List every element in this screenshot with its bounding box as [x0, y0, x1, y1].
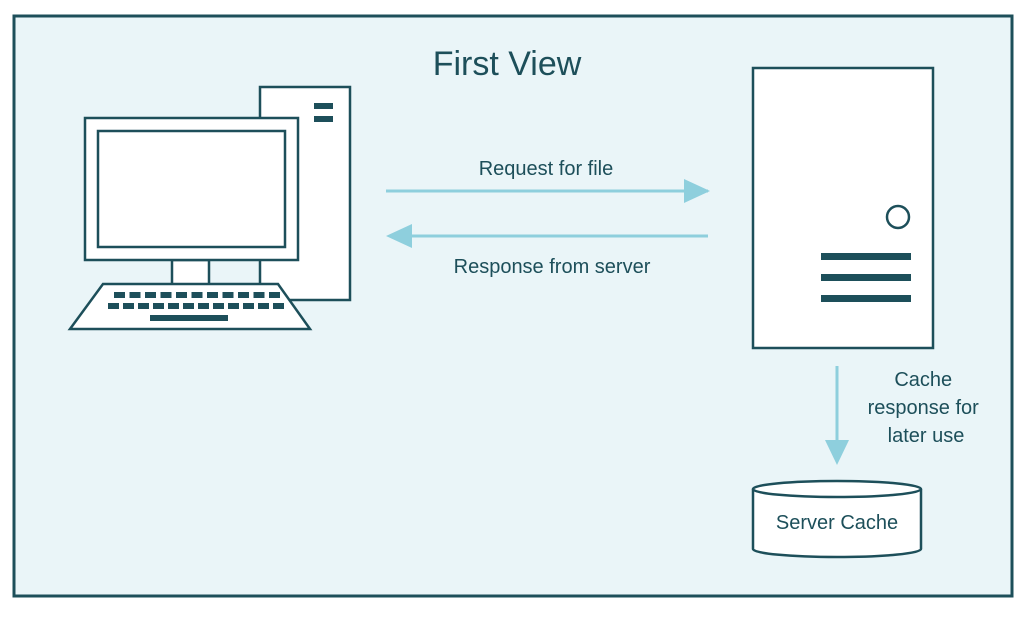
keyboard-key	[222, 292, 234, 298]
cache-cylinder-top	[751, 479, 923, 499]
monitor-stand	[170, 258, 211, 287]
monitor-screen	[96, 129, 287, 249]
keyboard-key	[273, 303, 284, 309]
keyboard-key	[153, 303, 164, 309]
keyboard-key	[228, 303, 239, 309]
cache-label: Cache response for later use	[868, 369, 985, 447]
keyboard-key	[213, 303, 224, 309]
pc-tower-slot	[314, 116, 333, 122]
keyboard-key	[243, 303, 254, 309]
request-arrowhead	[684, 179, 710, 203]
request-label: Request for file	[479, 158, 614, 180]
keyboard-keys	[108, 292, 284, 309]
cache-label-line: Cache	[894, 369, 952, 391]
cache-cylinder-body	[751, 489, 923, 559]
keyboard-key	[183, 303, 194, 309]
keyboard-key	[145, 292, 156, 298]
server-cache-label: Server Cache	[776, 512, 898, 534]
client-computer-icon	[67, 85, 352, 331]
keyboard-key	[114, 292, 125, 298]
server-vent	[821, 274, 911, 281]
keyboard-key	[253, 292, 265, 298]
response-label: Response from server	[454, 256, 651, 278]
keyboard-key	[138, 303, 149, 309]
cache-arrowhead	[825, 440, 849, 465]
response-arrowhead	[386, 224, 412, 248]
keyboard-key	[191, 292, 203, 298]
keyboard-key	[123, 303, 134, 309]
server-cache-database-icon: Server Cache	[751, 479, 923, 559]
keyboard-spacebar	[150, 315, 228, 321]
keyboard-key	[198, 303, 209, 309]
keyboard-key	[258, 303, 269, 309]
keyboard-key	[269, 292, 280, 298]
server-power-button	[885, 204, 911, 230]
keyboard-key	[176, 292, 187, 298]
cache-label-line: later use	[888, 425, 965, 447]
keyboard-key	[238, 292, 249, 298]
server-vent	[821, 295, 911, 302]
server-vent	[821, 253, 911, 260]
keyboard-key	[129, 292, 141, 298]
cache-label-line: response for	[868, 397, 980, 419]
keyboard-key	[168, 303, 179, 309]
pc-tower-slot	[314, 103, 333, 109]
keyboard-key	[108, 303, 119, 309]
diagram-title: First View	[433, 45, 582, 83]
keyboard-key	[207, 292, 218, 298]
keyboard-key	[160, 292, 172, 298]
server-icon	[751, 66, 935, 350]
